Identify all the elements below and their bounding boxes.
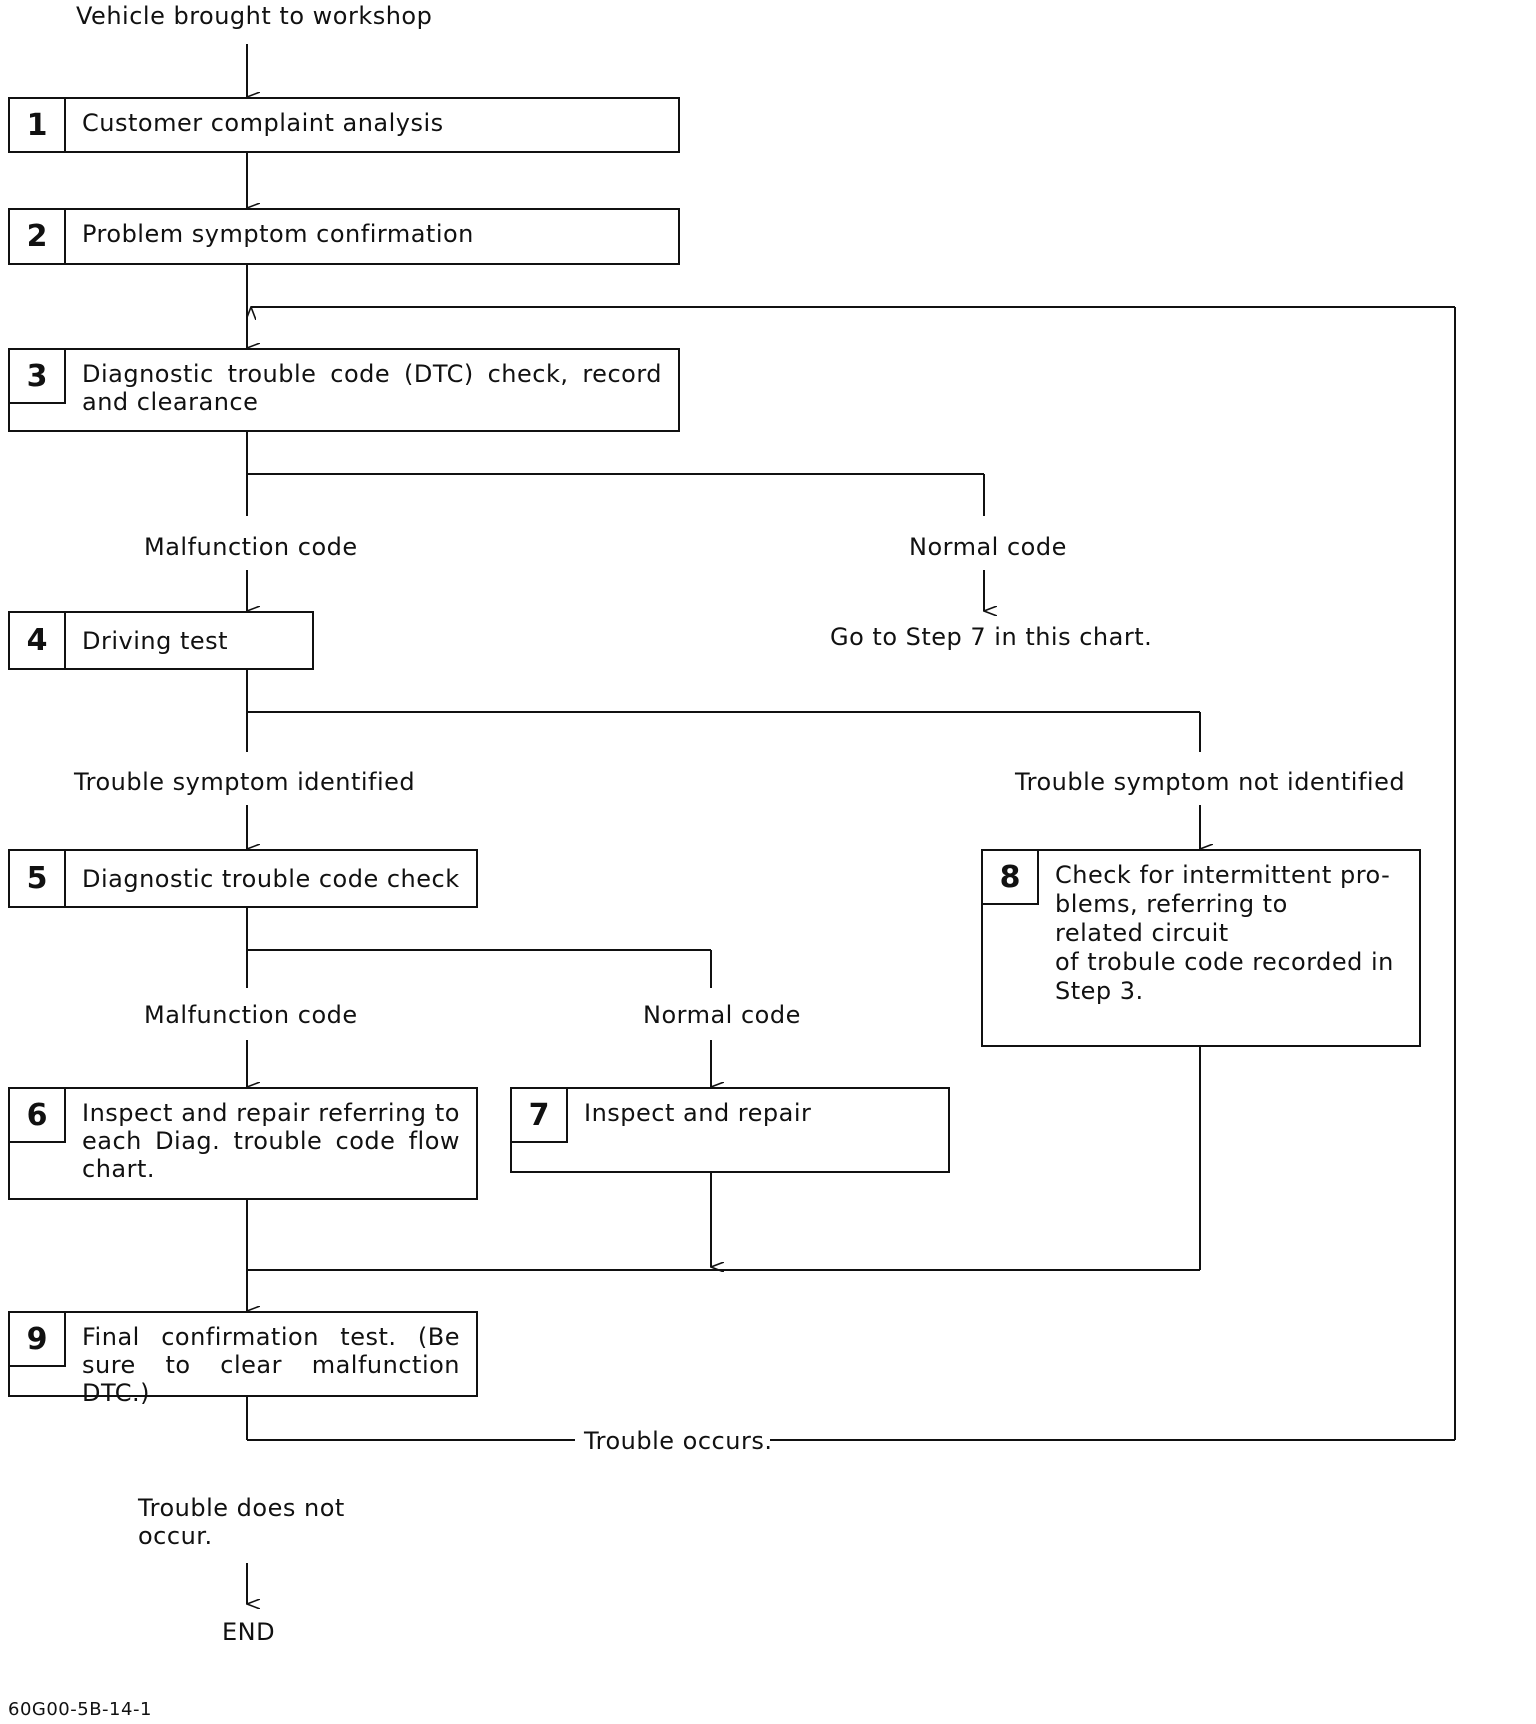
step-text: Problem symptom confirmation xyxy=(82,220,474,248)
step-7-box: 7 Inspect and repair xyxy=(510,1087,950,1173)
branch-trouble-not-occur: Trouble does not occur. xyxy=(138,1494,345,1550)
start-label: Vehicle brought to workshop xyxy=(76,2,433,30)
step-number: 8 xyxy=(983,851,1039,905)
step-text: Check for intermittent pro- blems, refer… xyxy=(1055,861,1394,1005)
step-text: Inspect and repair xyxy=(584,1099,812,1127)
step-number: 5 xyxy=(10,851,66,906)
goto-step7-note: Go to Step 7 in this chart. xyxy=(830,623,1153,651)
step-5-box: 5 Diagnostic trouble code check xyxy=(8,849,478,908)
step-3-box: 3 Diagnostic trouble code (DTC) check, r… xyxy=(8,348,680,432)
end-label: END xyxy=(222,1618,276,1646)
step-4-box: 4 Driving test xyxy=(8,611,314,670)
step-text: Final confirmation test. (Be sure to cle… xyxy=(82,1323,460,1407)
step-2-box: 2 Problem symptom confirmation xyxy=(8,208,680,265)
step-number: 9 xyxy=(10,1313,66,1367)
step-text: Diagnostic trouble code (DTC) check, rec… xyxy=(82,360,662,416)
step-text: Inspect and repair referring to each Dia… xyxy=(82,1099,460,1183)
step-8-box: 8 Check for intermittent pro- blems, ref… xyxy=(981,849,1421,1047)
step-text: Diagnostic trouble code check xyxy=(82,865,460,893)
step-number: 3 xyxy=(10,350,66,404)
figure-id: 60G00-5B-14-1 xyxy=(8,1699,152,1720)
branch-trouble-occurs: Trouble occurs. xyxy=(584,1427,773,1455)
branch-normal-code-2: Normal code xyxy=(643,1001,801,1029)
step-number: 4 xyxy=(10,613,66,668)
step-1-box: 1 Customer complaint analysis xyxy=(8,97,680,153)
branch-symptom-not-identified: Trouble symptom not identified xyxy=(1015,768,1406,796)
step-text: Driving test xyxy=(82,627,229,655)
step-number: 2 xyxy=(10,210,66,263)
step-6-box: 6 Inspect and repair referring to each D… xyxy=(8,1087,478,1200)
step-number: 7 xyxy=(512,1089,568,1143)
branch-normal-code-1: Normal code xyxy=(909,533,1067,561)
step-number: 1 xyxy=(10,99,66,151)
step-9-box: 9 Final confirmation test. (Be sure to c… xyxy=(8,1311,478,1407)
branch-malfunction-code-2: Malfunction code xyxy=(144,1001,358,1029)
step-text: Customer complaint analysis xyxy=(82,109,444,137)
step-number: 6 xyxy=(10,1089,66,1143)
branch-symptom-identified: Trouble symptom identified xyxy=(74,768,416,796)
branch-malfunction-code-1: Malfunction code xyxy=(144,533,358,561)
